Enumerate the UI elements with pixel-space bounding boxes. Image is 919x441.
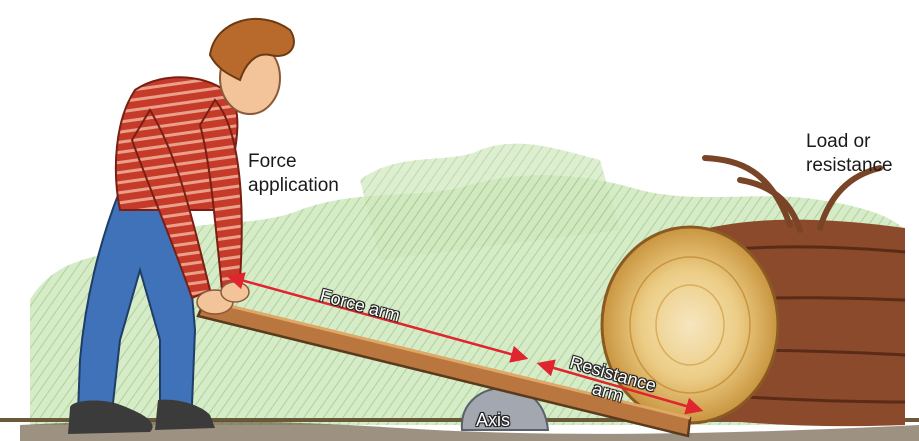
load-label: Load or resistance: [806, 130, 893, 178]
force-application-label: Force application: [248, 150, 339, 198]
axis-label: Axis: [476, 410, 510, 431]
force-application-line2: application: [248, 174, 339, 198]
force-application-line1: Force: [248, 150, 339, 174]
load-line1: Load or: [806, 130, 893, 154]
load-line2: resistance: [806, 154, 893, 178]
